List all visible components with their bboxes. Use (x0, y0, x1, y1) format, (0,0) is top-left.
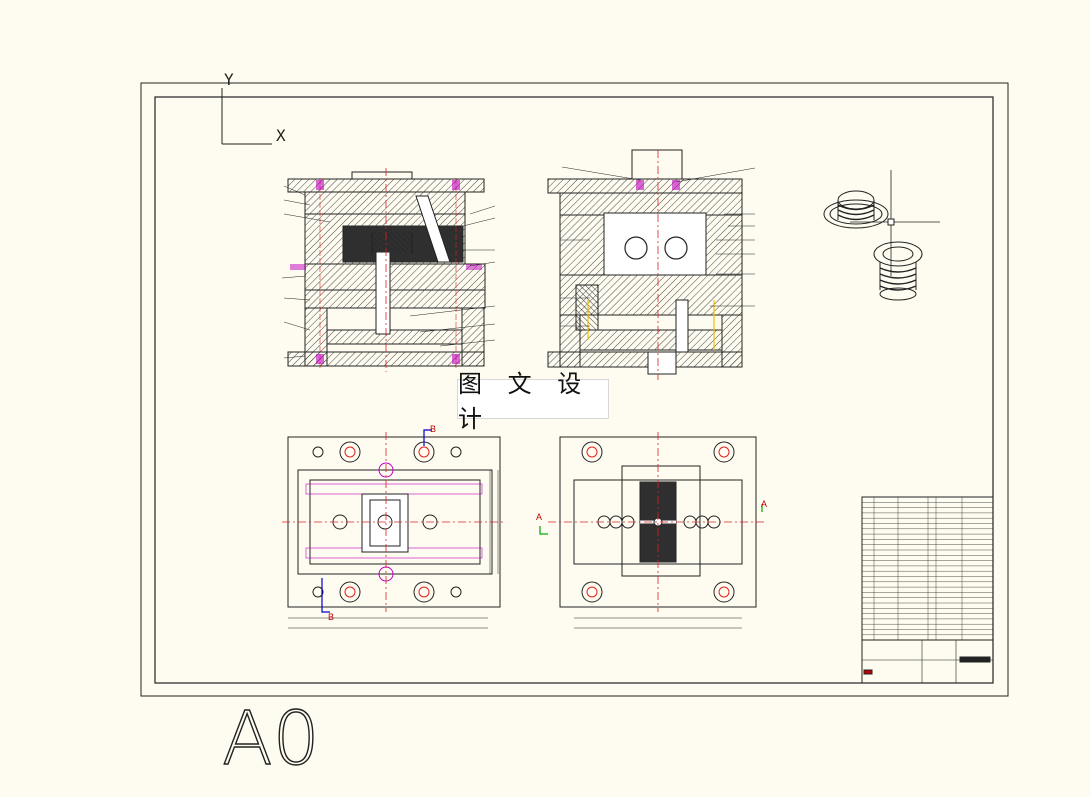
mold-plan-view-fixed (282, 429, 504, 629)
sheet-size-label: A0 (221, 696, 320, 782)
ucs-x-label: X (276, 126, 286, 145)
section-marker-b-top: B (430, 424, 437, 434)
section-marker-a-right: A (761, 499, 768, 509)
watermark-banner: 图 文 设 计 (457, 370, 609, 433)
ucs-axis-icon (221, 88, 272, 145)
mold-section-view-side (547, 149, 756, 380)
title-block (861, 496, 994, 684)
section-marker-a-left: A (536, 512, 543, 522)
cup-3d-model-icon (823, 170, 940, 301)
section-marker-b-bottom: B (328, 612, 335, 622)
mold-section-view-main (281, 168, 496, 372)
drawing-frame (140, 82, 1009, 697)
ucs-y-label: Y (224, 70, 234, 89)
mold-plan-view-moving (539, 432, 764, 629)
